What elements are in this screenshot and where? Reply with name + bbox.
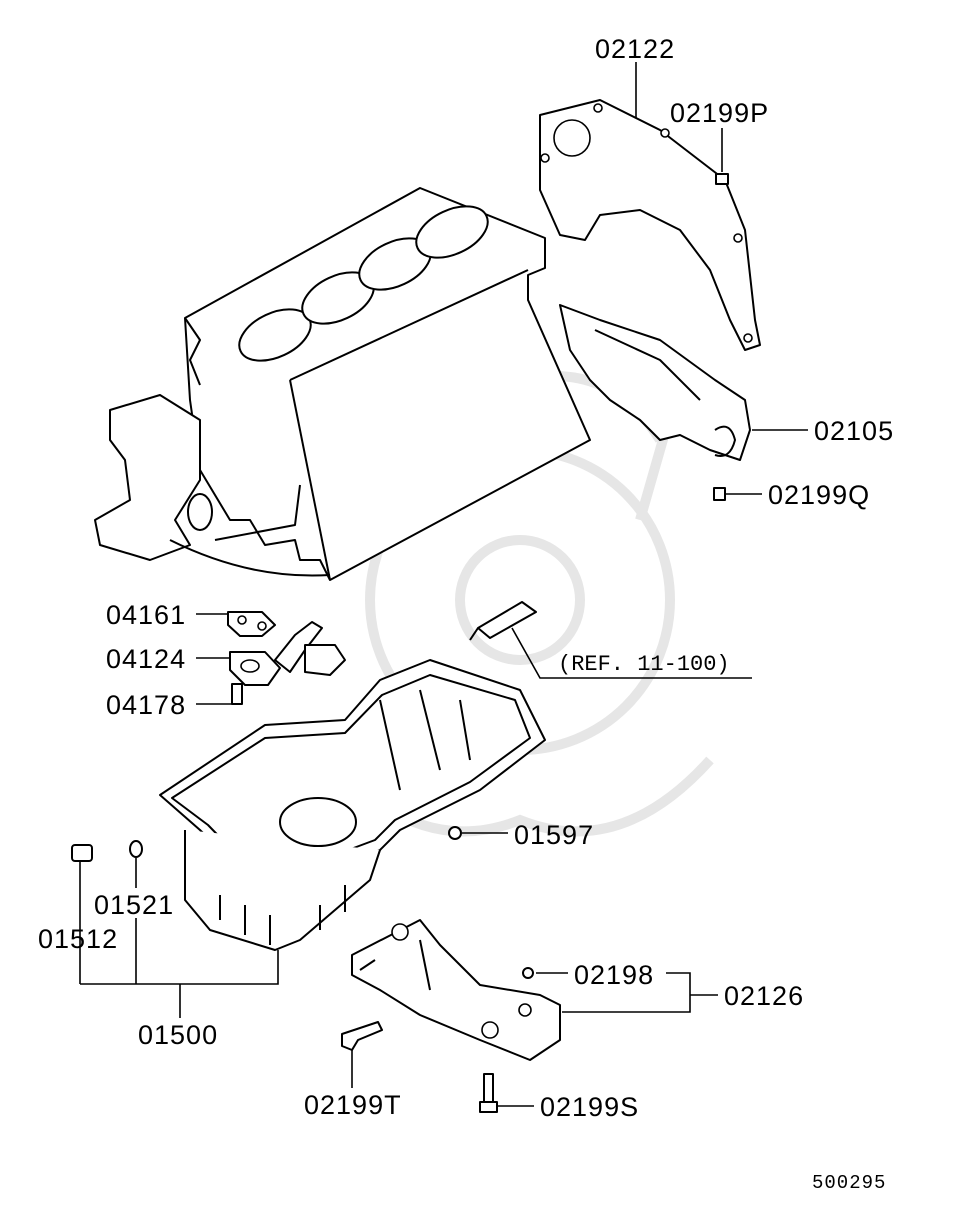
label-02126: 02126 xyxy=(724,981,804,1011)
bolt-02199P xyxy=(715,173,729,185)
bolt-02199Q xyxy=(713,487,726,501)
label-01597: 01597 xyxy=(514,820,594,850)
label-01500: 01500 xyxy=(138,1020,218,1050)
oil-pan-01500 xyxy=(159,659,546,951)
label-ref: (REF. 11-100) xyxy=(558,652,730,677)
bolt-01597 xyxy=(448,826,462,840)
label-04161: 04161 xyxy=(106,600,186,630)
bolt-02199T xyxy=(341,1021,383,1051)
gasket-04161 xyxy=(227,611,276,637)
label-01512: 01512 xyxy=(38,924,118,954)
cover-02105 xyxy=(559,304,751,461)
leader-02126 xyxy=(562,972,718,1013)
bolt-04178 xyxy=(231,683,243,705)
label-04178: 04178 xyxy=(106,690,186,720)
washer-02198 xyxy=(522,967,534,979)
label-02105: 02105 xyxy=(814,416,894,446)
label-02199Q: 02199Q xyxy=(768,480,870,510)
engine-block xyxy=(94,187,591,581)
bolt-02199S xyxy=(479,1073,498,1113)
sealant-tube xyxy=(469,601,537,641)
strainer-04124 xyxy=(229,621,346,686)
washer-01521 xyxy=(129,840,143,858)
label-02122: 02122 xyxy=(595,34,675,64)
label-04124: 04124 xyxy=(106,644,186,674)
label-02198: 02198 xyxy=(574,960,654,990)
diagram-id: 500295 xyxy=(812,1172,886,1194)
label-02199T: 02199T xyxy=(304,1090,402,1120)
label-01521: 01521 xyxy=(94,890,174,920)
label-02199P: 02199P xyxy=(670,98,769,128)
drain-plug-01512 xyxy=(71,844,93,862)
leader-01500 xyxy=(80,950,279,1018)
label-02199S: 02199S xyxy=(540,1092,639,1122)
rear-plate-02122 xyxy=(539,99,761,351)
leader-ref xyxy=(511,627,752,679)
bracket-02126 xyxy=(351,919,561,1061)
